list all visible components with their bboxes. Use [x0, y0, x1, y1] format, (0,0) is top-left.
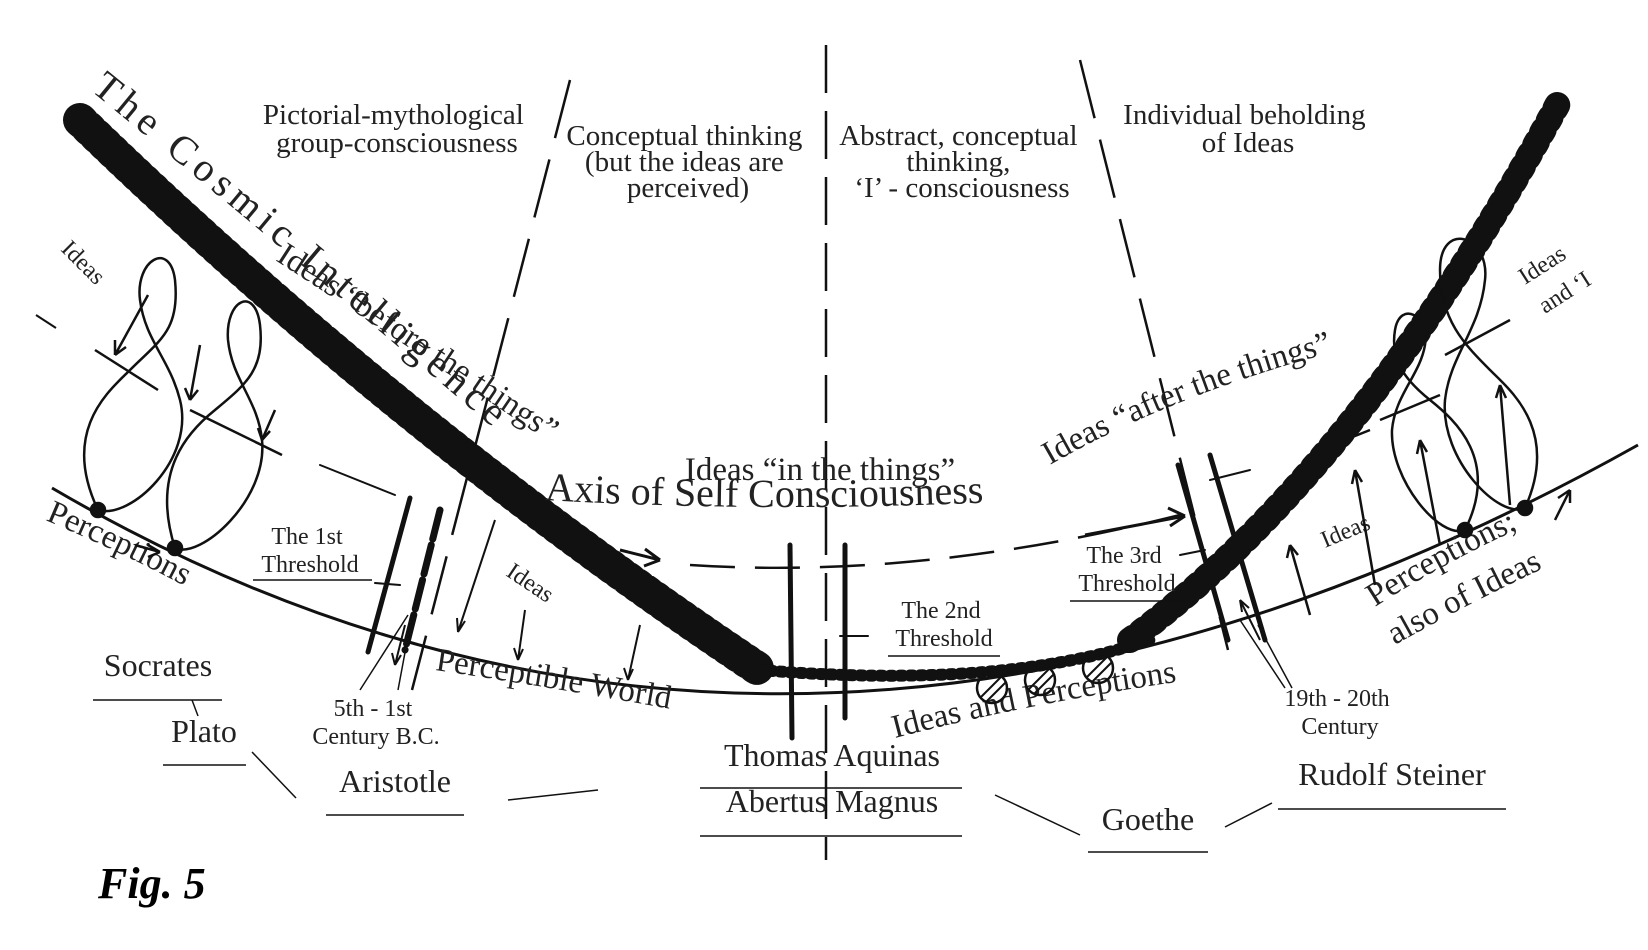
era-conceptual: Conceptual thinking (but the ideas are p… — [566, 120, 809, 204]
left-loops — [82, 257, 283, 559]
threshold-1-bar-b — [401, 506, 444, 654]
date-modern-label: 19th - 20th Century — [1284, 686, 1395, 740]
perception-point-4 — [1456, 521, 1474, 539]
date-modern-pointers — [1239, 619, 1293, 689]
date-bc-label: 5th - 1st Century B.C. — [312, 696, 439, 750]
threshold-3-label: The 3rd Threshold — [1078, 543, 1175, 597]
ideas-arrows — [391, 519, 1261, 681]
threshold-bars — [319, 452, 1268, 741]
loop-right-1 — [1438, 237, 1539, 511]
date-bc-pointers — [359, 614, 413, 691]
threshold-3-bar-a — [1175, 462, 1231, 643]
hatch-band-right — [1117, 87, 1573, 653]
ideas-in-things-label: Ideas “in the things” — [685, 452, 955, 488]
name-plato: Plato — [171, 713, 237, 749]
era-abstract: Abstract, conceptual thinking, ‘I’ - con… — [839, 120, 1085, 204]
ideas-after-things-label: Ideas “after the things” — [1036, 325, 1335, 472]
name-steiner: Rudolf Steiner — [1298, 756, 1486, 792]
name-aquinas: Thomas Aquinas — [724, 737, 940, 773]
threshold-1-label: The 1st Threshold — [261, 524, 358, 578]
perceptible-world-label: Perceptible World — [434, 642, 675, 716]
name-magnus: Abertus Magnus — [726, 783, 938, 819]
era-individual: Individual beholding of Ideas — [1123, 99, 1373, 159]
hatch-band-left — [63, 103, 777, 687]
loop-left-2 — [165, 300, 264, 551]
hatch-band-dots — [754, 634, 1156, 682]
threshold-2-label: The 2nd Threshold — [895, 598, 992, 652]
perception-point-3 — [1516, 499, 1534, 517]
name-socrates: Socrates — [104, 647, 212, 683]
name-goethe: Goethe — [1102, 801, 1194, 837]
perceptible-world-curve — [51, 443, 1639, 696]
left-edge-tick — [35, 314, 57, 329]
loop-right-2 — [1390, 312, 1479, 533]
perception-point-1 — [89, 501, 107, 519]
right-loops — [1285, 237, 1572, 616]
threshold-2-bar-a — [787, 542, 795, 741]
era-pictorial: Pictorial-mythological group-consciousne… — [263, 99, 531, 159]
people: Socrates Plato Aristotle Thomas Aquinas … — [93, 647, 1506, 853]
ideas-label-mid: Ideas — [502, 558, 559, 608]
cosmic-intelligence-band — [63, 87, 1573, 687]
name-aristotle: Aristotle — [339, 763, 451, 799]
axis-label: Axis of Self Consciousness — [544, 464, 984, 516]
axis-arrow-left — [619, 547, 661, 568]
hatched-circle-2 — [1023, 663, 1057, 697]
ideas-label-left: Ideas — [56, 236, 110, 290]
figure-caption: Fig. 5 — [98, 859, 206, 908]
axis-arrow-right — [1084, 506, 1186, 537]
hatched-circles — [975, 651, 1115, 705]
hatched-circle-1 — [975, 671, 1009, 705]
hatched-circle-3 — [1081, 651, 1115, 685]
loop-left-1 — [82, 257, 184, 513]
threshold-1-bar-a — [365, 495, 413, 655]
perception-point-2 — [166, 539, 184, 557]
divider-left — [410, 79, 572, 691]
threshold-3-bar-b — [1207, 452, 1268, 643]
